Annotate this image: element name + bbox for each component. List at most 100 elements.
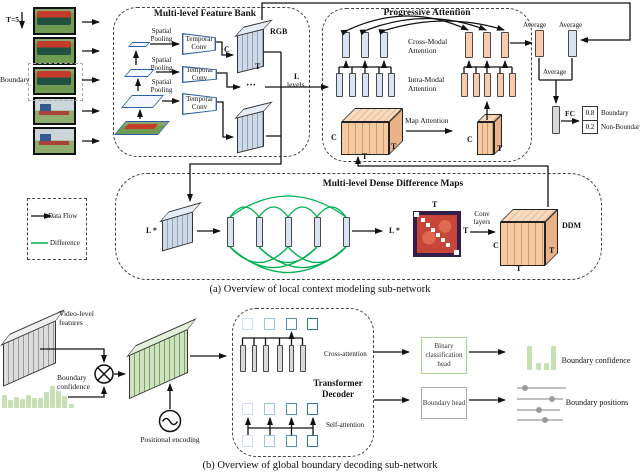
memory-bar xyxy=(300,345,306,372)
ddm-t-right-label: T xyxy=(549,246,555,255)
fused-feature-bar xyxy=(552,106,560,134)
intra-modal-bar-v2 xyxy=(348,73,356,97)
legend-difference-label: Difference xyxy=(50,239,80,247)
video-frame-5 xyxy=(33,127,76,155)
legend-box xyxy=(27,198,87,260)
boundary-class-label: Boundary xyxy=(601,109,629,117)
out-positions-label: Boundary positions xyxy=(565,398,629,407)
binary-classification-head: Binary classification head xyxy=(421,337,467,374)
cross-modal-bar-d1 xyxy=(465,32,473,58)
intra-modal-bar-v1 xyxy=(335,73,343,97)
decoder-query-1 xyxy=(242,318,253,330)
average-label-3: Average xyxy=(543,68,567,76)
cross-modal-bar-d3 xyxy=(501,32,509,58)
transformer-decoder-box xyxy=(232,308,374,457)
ddm-output-cube xyxy=(500,209,558,266)
out-conf-bar xyxy=(544,363,549,370)
self-attention-label: Self-attention xyxy=(326,421,365,429)
hist-bar xyxy=(32,398,37,408)
t-dim-label-1: T xyxy=(255,62,261,71)
out-conf-bar xyxy=(551,346,556,370)
intra-modal-bar-d2 xyxy=(472,73,480,97)
memory-bar xyxy=(251,345,257,372)
out-confidence-label: Boundary confidence xyxy=(561,356,631,365)
caption-b: (b) Overview of global boundary decoding… xyxy=(202,460,438,471)
levels-ellipsis: ··· xyxy=(246,80,257,91)
t-equals-5-label: T=5 xyxy=(6,15,20,24)
out-conf-bar xyxy=(527,346,532,370)
self-attn-out-2 xyxy=(264,403,275,415)
boundary-confidence-input-label: Boundary confidence xyxy=(57,373,90,391)
decoder-query-2 xyxy=(264,318,275,330)
map-cube-t-bottom-label: T xyxy=(362,152,368,161)
self-attn-in-1 xyxy=(242,435,253,447)
average-bar-ddm xyxy=(535,30,544,57)
video-level-feature-stack xyxy=(3,318,56,387)
hist-bar xyxy=(2,395,7,408)
diff-bar-1 xyxy=(226,217,234,247)
intra-modal-bar-v3 xyxy=(361,73,369,97)
self-attn-in-4 xyxy=(307,435,318,447)
matrix-t-top-label: T xyxy=(432,200,438,209)
self-attn-out-3 xyxy=(286,403,297,415)
intra-modal-bar-d3 xyxy=(483,73,491,97)
average-label-2: Average xyxy=(559,21,583,29)
matrix-t-right-label: T xyxy=(463,226,469,235)
boundary-head: Boundary head xyxy=(421,387,467,419)
spatial-pooling-label-3: Spatial Pooling xyxy=(150,78,173,95)
diff-bar-3 xyxy=(284,217,292,247)
hist-bar xyxy=(56,391,61,408)
legend-data-flow-label: Data Flow xyxy=(48,212,78,220)
intra-modal-bar-v5 xyxy=(387,73,395,97)
video-frame-4 xyxy=(33,97,76,125)
intra-modal-bar-d1 xyxy=(460,73,468,97)
cross-modal-bar-v1 xyxy=(342,32,350,58)
temporal-conv-1: Temporal Conv xyxy=(182,33,216,55)
decoder-query-3 xyxy=(286,318,297,330)
hist-bar xyxy=(50,386,55,408)
rgb-label: RGB xyxy=(270,27,288,36)
diff-bar-4 xyxy=(313,217,321,247)
non-boundary-class-label: Non-Boundary xyxy=(601,123,640,131)
decoder-query-4 xyxy=(307,318,318,330)
average-label-1: Average xyxy=(523,21,547,29)
intra-modal-bar-d5 xyxy=(508,73,516,97)
cross-attention-label: Cross-attention xyxy=(324,350,367,358)
ddm-map-cube xyxy=(341,108,403,155)
hist-bar xyxy=(62,396,67,408)
map-attention-label: Map Attention xyxy=(405,116,449,125)
progressive-attention-title: Progressive Attention xyxy=(383,8,471,18)
l-star-label-1: L * xyxy=(146,226,157,235)
l-levels-label-l: L xyxy=(294,72,300,81)
cross-modal-label: Cross-Modal Attention xyxy=(408,37,448,55)
cross-modal-bar-v2 xyxy=(361,32,369,58)
hist-bar xyxy=(44,392,49,408)
ddm-t-bottom-label: T xyxy=(516,264,522,273)
hist-bar xyxy=(8,400,13,408)
l-levels-label-word: levels xyxy=(287,80,305,89)
cross-modal-bar-d2 xyxy=(483,32,491,58)
intra-modal-bar-v4 xyxy=(375,73,383,97)
video-frame-1 xyxy=(33,7,76,35)
positional-encoding-label: Positional encoding xyxy=(140,435,200,444)
hist-bar xyxy=(69,404,74,408)
fc-label: FC xyxy=(565,109,575,118)
boundary-label: Boundary xyxy=(0,75,30,84)
score-boundary: 0.8 xyxy=(583,107,597,121)
cross-modal-bar-v3 xyxy=(380,32,388,58)
feature-bank-stack-last xyxy=(237,108,264,154)
hist-bar xyxy=(14,397,19,408)
difference-matrix xyxy=(413,211,461,257)
memory-bar xyxy=(240,345,246,372)
boundary-position-sliders xyxy=(517,385,566,423)
self-attn-out-4 xyxy=(307,403,318,415)
hist-bar xyxy=(20,399,25,408)
boundary-frame-outline xyxy=(28,63,83,101)
attended-map-stack xyxy=(477,114,502,155)
score-non-boundary: 0.2 xyxy=(585,123,595,131)
diff-bar-5 xyxy=(342,217,350,247)
probability-box: 0.8 0.2 xyxy=(582,106,598,134)
out-conf-bar xyxy=(536,363,541,370)
modulated-feature-stack xyxy=(129,326,188,400)
ddm-c-label: C xyxy=(493,241,499,250)
